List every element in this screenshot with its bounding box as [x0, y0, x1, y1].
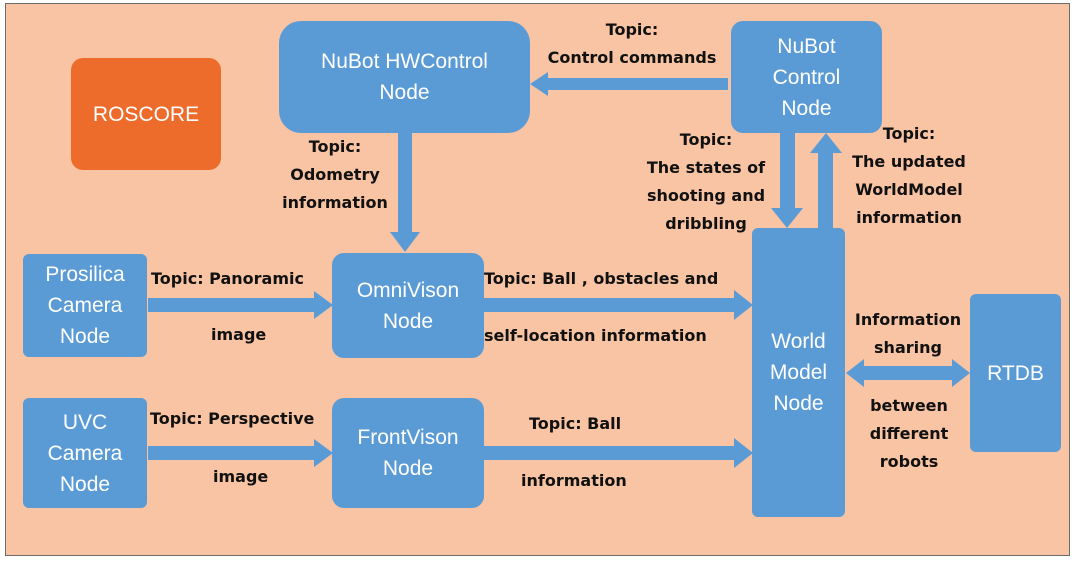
nubot-control-node: NuBot Control Node: [731, 21, 882, 133]
frontvison-node: FrontVison Node: [332, 398, 484, 508]
arrow-worldmodel-rtdb-bidirectional: [846, 359, 970, 387]
label-panoramic-bottom: image: [211, 325, 267, 344]
label-perspective-bottom: image: [213, 467, 269, 486]
label-control-commands: Topic: Control commands: [547, 20, 717, 67]
arrow-omnivison-to-worldmodel: [484, 290, 753, 320]
label-information-sharing: Information sharing: [854, 310, 962, 357]
rtdb-node: RTDB: [970, 294, 1061, 452]
label-panoramic-top: Topic: Panoramic: [151, 269, 304, 288]
label-ball-bottom: information: [521, 471, 627, 490]
nubot-hwcontrol-node: NuBot HWControl Node: [279, 21, 530, 133]
arrow-control-to-worldmodel: [771, 133, 803, 228]
label-updated-worldmodel: Topic: The updated WorldModel informatio…: [852, 124, 966, 227]
arrow-hwcontrol-to-omnivison: [390, 132, 420, 252]
label-ball-obstacles-bottom: self-location information: [484, 326, 707, 345]
arrow-uvc-to-frontvison: [148, 439, 333, 467]
label-states-shooting-dribbling: Topic: The states of shooting and dribbl…: [646, 130, 766, 233]
label-between-robots: between different robots: [869, 396, 949, 471]
arrow-prosilica-to-omnivison: [148, 291, 333, 319]
omnivison-node: OmniVison Node: [332, 253, 484, 358]
world-model-node: World Model Node: [752, 228, 845, 517]
label-odometry: Topic: Odometry information: [282, 137, 388, 212]
uvc-camera-node: UVC Camera Node: [23, 398, 147, 508]
prosilica-camera-node: Prosilica Camera Node: [23, 254, 147, 357]
arrow-worldmodel-to-control: [810, 133, 842, 228]
arrow-control-to-hwcontrol: [530, 72, 728, 96]
roscore-node: ROSCORE: [71, 58, 221, 170]
arrow-frontvison-to-worldmodel: [484, 438, 753, 468]
label-perspective-top: Topic: Perspective: [150, 409, 315, 428]
label-ball-top: Topic: Ball: [529, 414, 622, 433]
label-ball-obstacles-top: Topic: Ball , obstacles and: [484, 269, 719, 288]
